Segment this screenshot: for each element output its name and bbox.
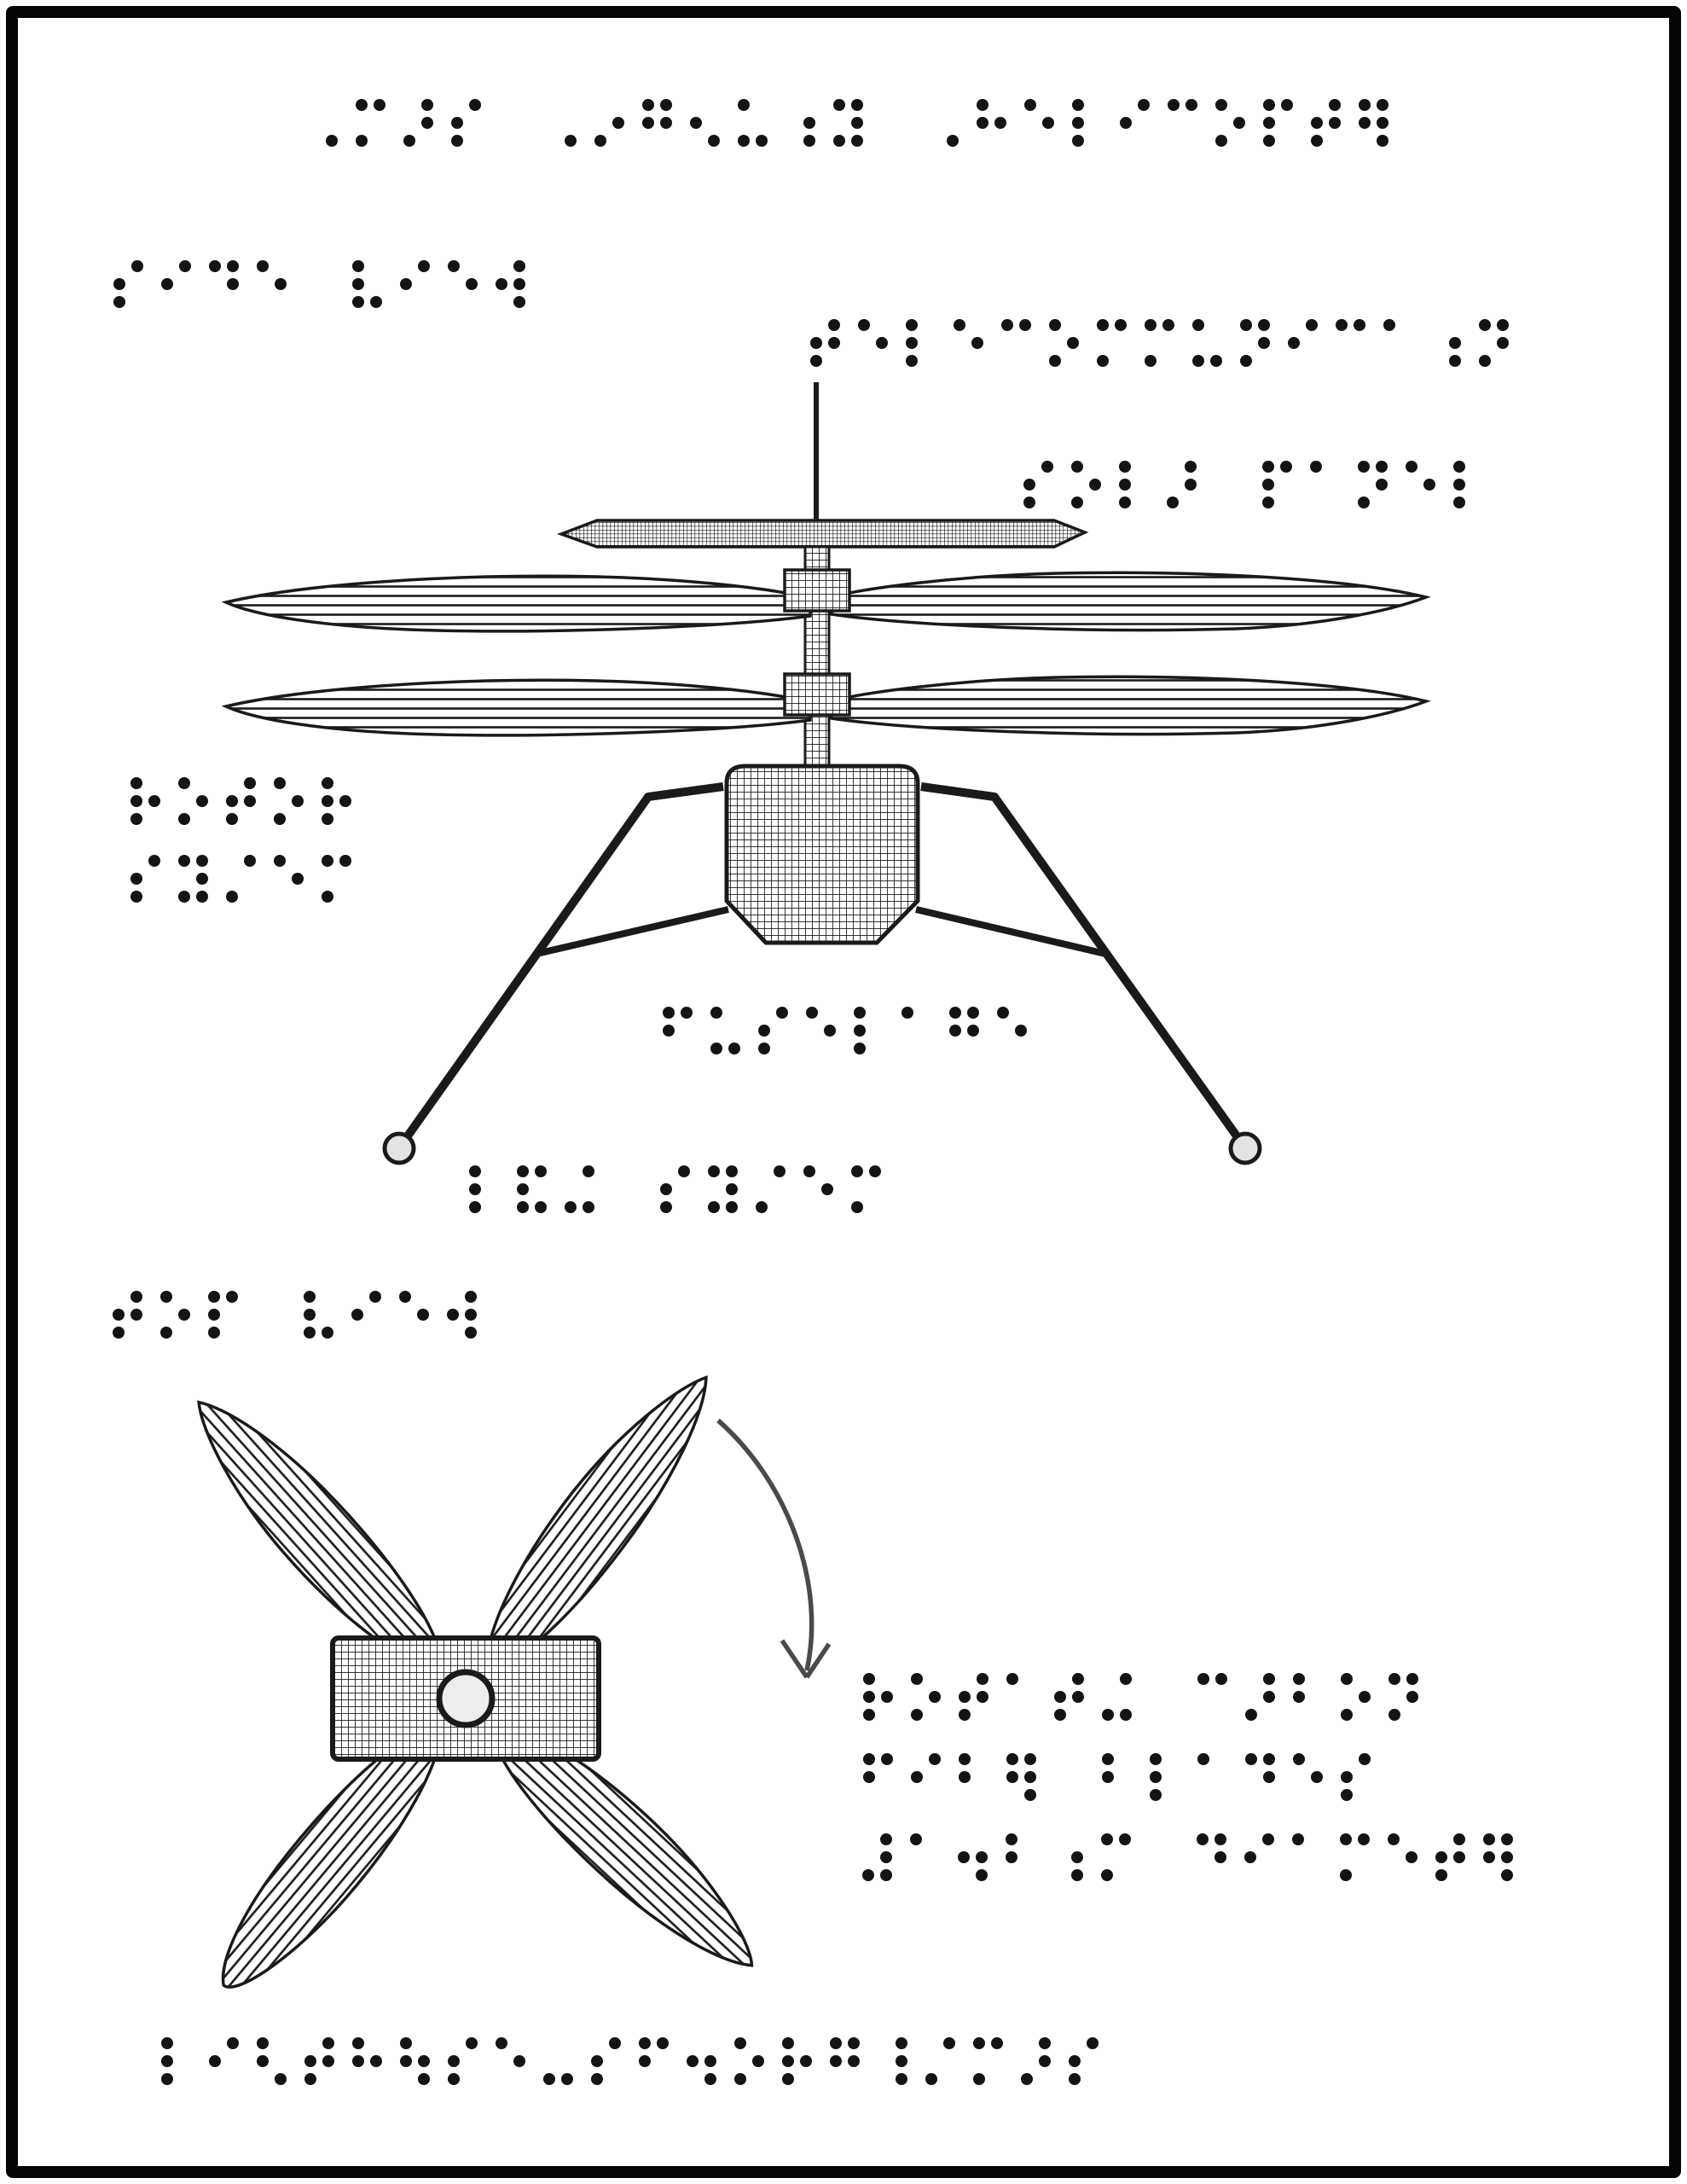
rotation-arrow bbox=[716, 1418, 832, 1679]
lower-blade-right bbox=[830, 675, 1431, 736]
lower-hub-block bbox=[783, 672, 851, 717]
lower-rotor-blades bbox=[221, 675, 1431, 737]
leg-right-support bbox=[915, 906, 1106, 957]
top-view-blades bbox=[197, 1375, 754, 1989]
top-view-figure bbox=[197, 1375, 754, 1989]
arrow-head bbox=[780, 1639, 832, 1679]
leg-left-main bbox=[398, 782, 724, 1146]
upper-blade-right bbox=[830, 571, 1431, 632]
foot-right bbox=[1228, 1131, 1262, 1165]
leg-right-main bbox=[920, 782, 1246, 1146]
foot-left bbox=[382, 1131, 416, 1165]
upper-hub-block bbox=[783, 568, 851, 613]
top-blade-sw bbox=[221, 1722, 443, 1989]
leg-left-support bbox=[536, 906, 729, 957]
upper-blade-left bbox=[221, 574, 812, 633]
arrow-curve bbox=[716, 1418, 815, 1671]
top-view-shaft-circle bbox=[436, 1669, 496, 1728]
fuselage-body bbox=[724, 764, 920, 945]
solar-panel-shape bbox=[556, 519, 1089, 549]
lower-blade-left bbox=[221, 678, 812, 737]
landing-gear bbox=[398, 782, 1246, 1146]
side-view-figure bbox=[221, 382, 1431, 1165]
top-blade-nw bbox=[197, 1400, 444, 1672]
top-blade-se bbox=[488, 1722, 754, 1967]
top-blade-ne bbox=[485, 1375, 708, 1672]
